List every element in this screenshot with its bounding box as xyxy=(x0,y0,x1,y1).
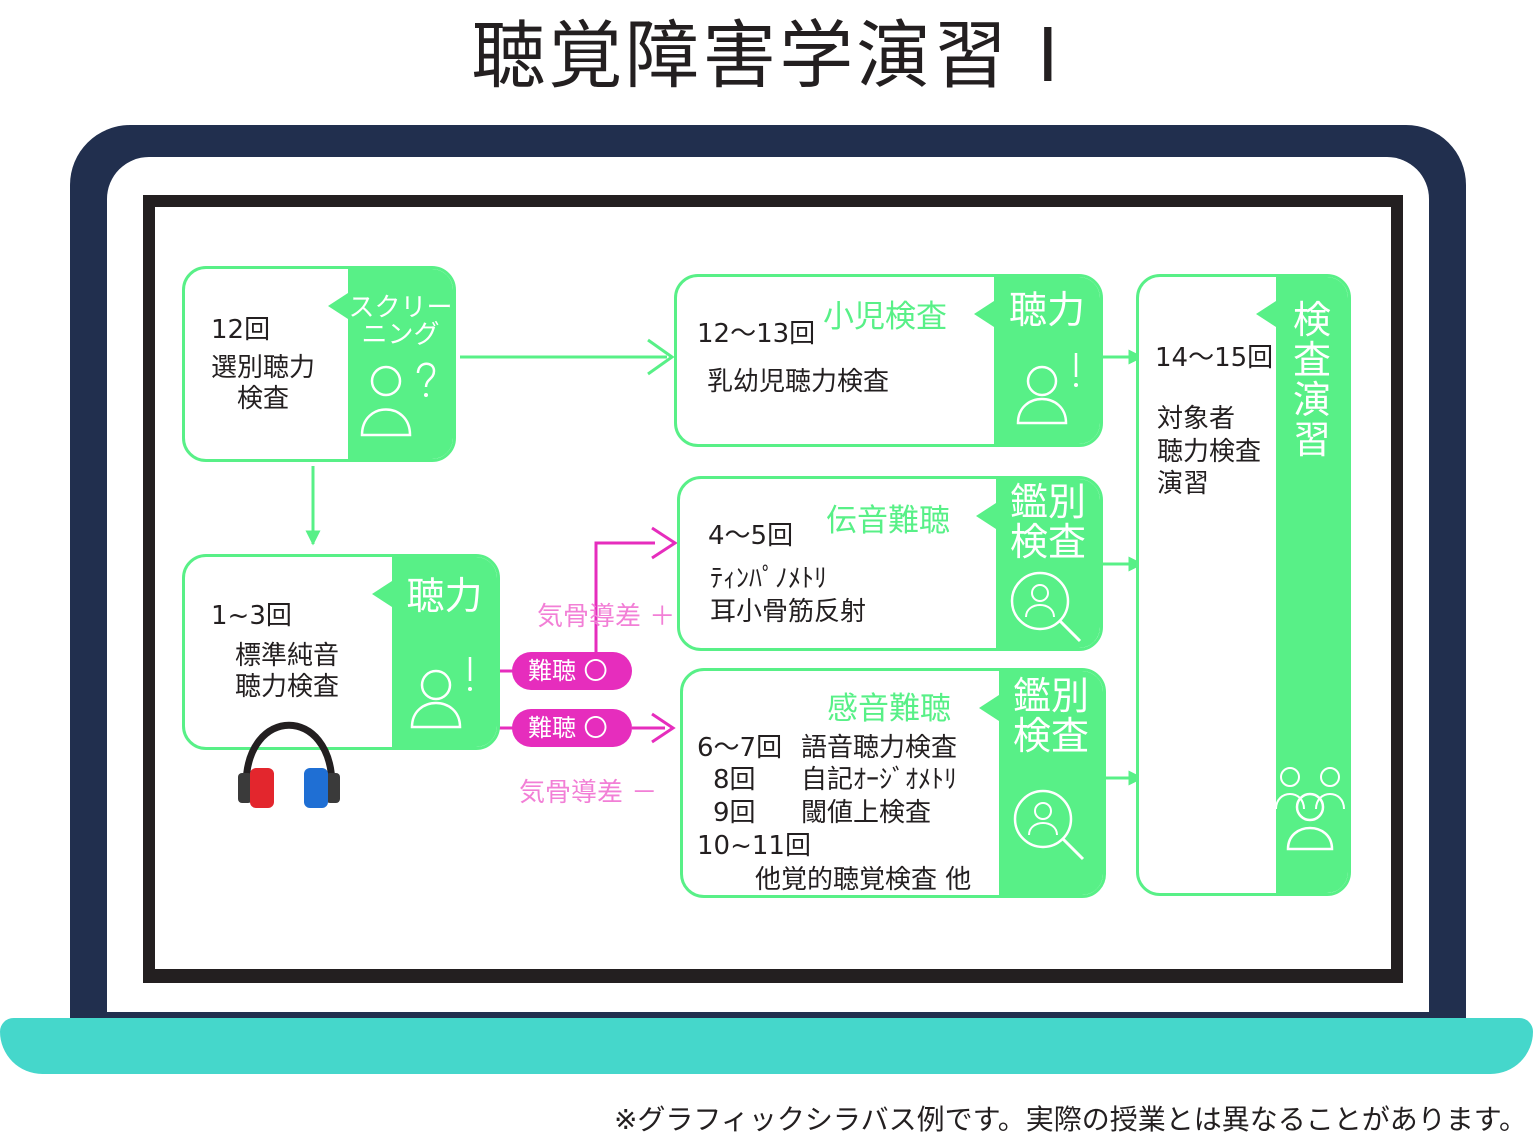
tab-pediatric: 聴力 xyxy=(974,277,1100,444)
conductive-body: ﾃｨﾝﾊﾟﾉﾒﾄﾘ 耳小骨筋反射 xyxy=(710,564,867,627)
pill-hearing-loss-top: 難聴 〇 xyxy=(512,652,632,690)
group-icon xyxy=(1275,767,1345,851)
card-pediatric: 聴力 小児検査 12〜13回 乳幼児聴力検査 xyxy=(674,274,1103,447)
tab-label-pure-tone: 聴力 xyxy=(406,574,483,618)
arrow-screening-to-pediatric xyxy=(460,338,675,376)
page-title: 聴覚障害学演習 I xyxy=(471,13,1062,99)
tab-sensorineural: 鑑別 検査 xyxy=(979,671,1103,895)
sensorineural-session-3: 9回 xyxy=(713,798,756,828)
sensorineural-subtitle: 感音難聴 xyxy=(827,691,951,727)
person-exclaim-icon xyxy=(1016,353,1078,425)
sensorineural-topic-2: 自記ｵｰｼﾞｵﾒﾄﾘ xyxy=(801,765,958,795)
tab-label-screening: スクリー ニング xyxy=(348,293,453,351)
label-air-bone-gap-plus: 気骨導差 ＋ xyxy=(537,602,676,632)
tab-screening: スクリー ニング xyxy=(328,269,453,459)
person-exclaim-icon xyxy=(410,657,472,729)
pure-tone-session: 1~3回 xyxy=(211,601,292,631)
person-search-icon xyxy=(1010,571,1082,643)
pediatric-body: 乳幼児聴力検査 xyxy=(707,367,890,397)
sensorineural-topic-1: 語音聴力検査 xyxy=(801,733,958,763)
conductive-session: 4〜5回 xyxy=(708,521,794,551)
card-practice: 検 査 演 習 14〜15回 対象者 聴力検査 演習 xyxy=(1136,274,1351,896)
card-screening: スクリー ニング 12回 選別聴力 検査 xyxy=(182,266,456,462)
label-air-bone-gap-minus: 気骨導差 － xyxy=(519,778,658,808)
card-conductive: 鑑別 検査 伝音難聴 4〜5回 ﾃｨﾝﾊﾟﾉﾒﾄﾘ 耳小骨筋反射 xyxy=(677,476,1103,651)
sensorineural-session-4: 10~11回 xyxy=(697,831,811,861)
sensorineural-session-2: 8回 xyxy=(713,765,756,795)
arrow-puretone-to-conductive xyxy=(594,526,678,652)
sensorineural-session-1: 6〜7回 xyxy=(697,733,783,763)
pure-tone-body: 標準純音 聴力検査 xyxy=(235,641,340,703)
screening-session: 12回 xyxy=(211,315,271,345)
tab-label-sensorineural: 鑑別 検査 xyxy=(1012,674,1089,758)
sensorineural-last: 他覚的聴覚検査 他 xyxy=(755,865,972,895)
tab-label-pediatric: 聴力 xyxy=(1008,288,1085,332)
tab-label-practice: 検 査 演 習 xyxy=(1292,298,1331,462)
screening-body: 選別聴力 検査 xyxy=(211,353,316,415)
pediatric-session: 12〜13回 xyxy=(697,319,816,349)
practice-body: 対象者 聴力検査 演習 xyxy=(1157,404,1262,499)
tab-conductive: 鑑別 検査 xyxy=(976,479,1100,648)
person-question-icon xyxy=(360,362,436,437)
tab-practice: 検 査 演 習 xyxy=(1256,277,1348,893)
card-sensorineural: 鑑別 検査 感音難聴 6〜7回 語音聴力検査 8回 自記ｵｰｼﾞｵﾒﾄﾘ 9回 … xyxy=(680,668,1106,898)
sensorineural-topic-3: 閾値上検査 xyxy=(801,798,932,828)
conductive-subtitle: 伝音難聴 xyxy=(826,503,950,539)
arrow-puretone-to-sensorineural xyxy=(632,712,676,744)
pill-hearing-loss-bottom: 難聴 〇 xyxy=(512,709,632,747)
footnote: ※グラフィックシラバス例です。実際の授業とは異なることがあります。 xyxy=(613,1103,1527,1136)
tab-label-conductive: 鑑別 検査 xyxy=(1009,480,1086,564)
tab-pure-tone: 聴力 xyxy=(372,557,497,747)
practice-session: 14〜15回 xyxy=(1155,343,1274,373)
person-search-icon xyxy=(1013,789,1085,861)
laptop-base xyxy=(0,1018,1533,1074)
pediatric-subtitle: 小児検査 xyxy=(823,299,947,335)
card-pure-tone: 聴力 1~3回 標準純音 聴力検査 xyxy=(182,554,500,750)
